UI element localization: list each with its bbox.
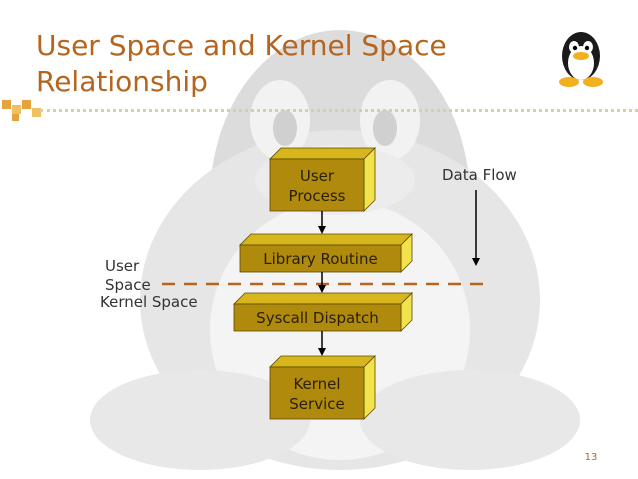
kernel-service-label-line-2: Service bbox=[289, 395, 345, 413]
tux-penguin-icon bbox=[559, 32, 603, 87]
user-space-label-line-2: Space bbox=[105, 276, 151, 294]
orange-squares-icon bbox=[2, 100, 41, 121]
user-process-box bbox=[269, 147, 376, 212]
user-space-label: User Space bbox=[105, 257, 151, 295]
kernel-space-label: Kernel Space bbox=[100, 293, 198, 311]
library-routine-box bbox=[239, 233, 413, 273]
user-process-label-line-2: Process bbox=[288, 187, 346, 205]
kernel-service-label: Kernel Service bbox=[270, 374, 364, 414]
data-flow-label: Data Flow bbox=[442, 166, 517, 184]
page-number: 13 bbox=[584, 452, 598, 463]
user-space-label-line-1: User bbox=[105, 257, 140, 275]
library-routine-label: Library Routine bbox=[263, 250, 378, 268]
slide-title-line-1: User Space and Kernel Space bbox=[36, 29, 447, 62]
user-process-label: User Process bbox=[270, 166, 364, 206]
slide-title: User Space and Kernel Space Relationship bbox=[36, 28, 536, 100]
syscall-dispatch-box bbox=[233, 292, 413, 332]
slide-title-line-2: Relationship bbox=[36, 65, 208, 98]
kernel-service-label-line-1: Kernel bbox=[293, 375, 341, 393]
title-divider-rule bbox=[40, 109, 638, 112]
kernel-service-box bbox=[269, 355, 376, 420]
syscall-dispatch-label: Syscall Dispatch bbox=[256, 309, 379, 327]
user-process-label-line-1: User bbox=[299, 167, 335, 185]
